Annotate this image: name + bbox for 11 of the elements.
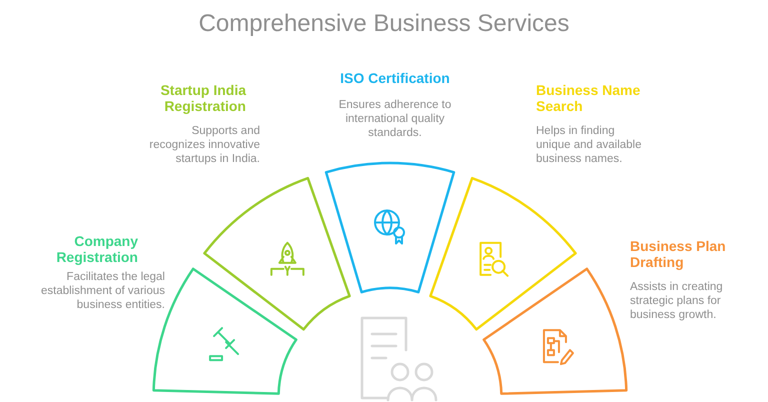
service-description: Assists in creating strategic plans for business growth.: [630, 280, 724, 322]
service-description: Ensures adherence to international quality standards.: [338, 98, 452, 140]
service-heading: Startup India Registration: [159, 82, 246, 114]
service-heading: Business Name Search: [536, 82, 642, 114]
service-description: Facilitates the legal establishment of various business entities.: [40, 270, 165, 312]
service-description: Helps in finding unique and available business names.: [536, 124, 643, 166]
service-heading: ISO Certification: [339, 70, 451, 86]
service-heading: Company Registration: [55, 233, 138, 265]
title: Comprehensive Business Services: [198, 10, 570, 38]
service-heading: Business Plan Drafting: [630, 238, 727, 270]
service-description: Supports and recognizes innovative startups in India.: [148, 124, 260, 166]
